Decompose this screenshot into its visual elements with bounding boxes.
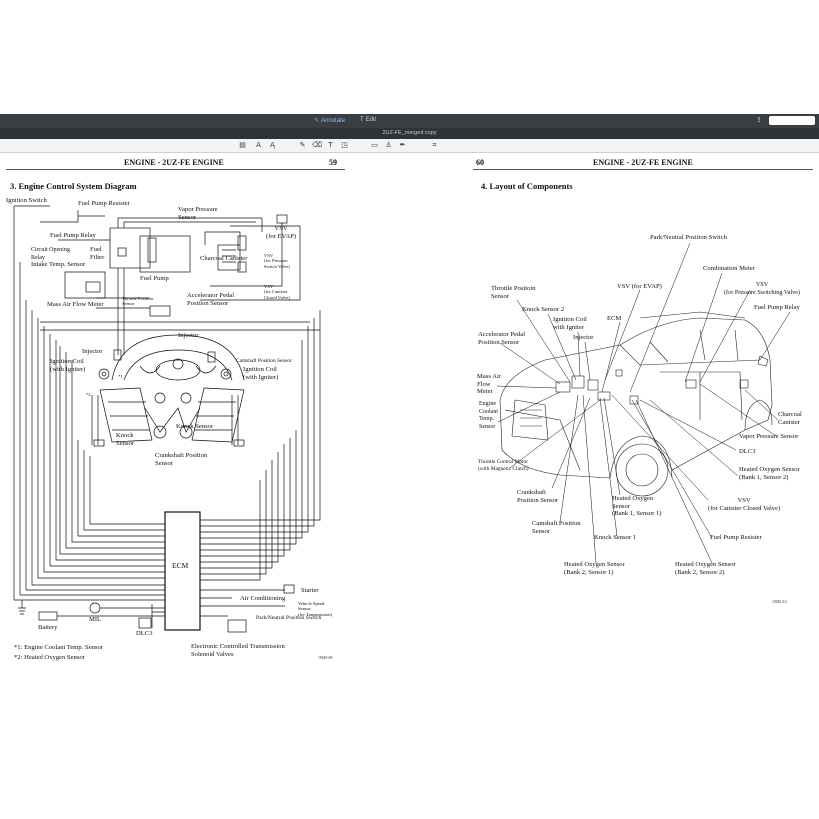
label-throttle-position-sensor-r: Throttle Positoin Sensor — [491, 285, 536, 300]
shapes-icon[interactable]: ◳ — [341, 141, 348, 149]
label-dlc3: DLC3 — [136, 630, 153, 637]
label-battery: Battery — [38, 624, 58, 631]
stamp-icon[interactable]: ♙ — [385, 141, 392, 149]
label-injector-r: Injector — [573, 334, 594, 341]
label-engine-coolant-temp: Engine Coolant Temp. Sensor — [479, 401, 498, 430]
highlight-icon[interactable]: Ą — [270, 141, 275, 149]
annotation-toolbar: ▤ A Ą ✎ ⌫ T ◳ ▭ ♙ ✒ ⌗ — [0, 139, 819, 153]
pen-icon: ✎ — [314, 118, 320, 124]
label-ho2-b2s2: Heated Oxygen Sensor (Bank 2, Sensor 2) — [675, 561, 736, 576]
label-park-neutral-switch: Park/Neutral Position Switch — [256, 615, 322, 621]
text-box-icon[interactable]: ▤ — [239, 141, 246, 149]
label-camshaft-sensor-r: Camshaft Position Sensor — [532, 520, 581, 535]
label-mass-air-flow-meter: Mass Air Flow Meter — [47, 301, 104, 308]
label-vehicle-speed-sensor: Vehicle Speed Sensor (for Transmission) — [298, 601, 333, 617]
label-mass-air-flow-meter-r: Mass Air Flow Meter — [477, 373, 501, 396]
text-icon: T — [360, 117, 364, 123]
label-mil: MIL — [89, 616, 102, 623]
label-throttle-control-motor: Throttle Control Motor (with Magnetic Cl… — [478, 459, 529, 472]
label-ho2-b2s1: Heated Oxygen Sensor (Bank 2, Sensor 1) — [564, 561, 625, 576]
label-ecm: ECM — [172, 561, 189, 570]
label-ho2-b1s2: Heated Oxygen Sensor (Bank 1, Sensor 2) — [739, 466, 800, 481]
label-vapor-pressure-sensor-r: Vapor Pressure Sensor — [739, 433, 799, 440]
right-page-header: ENGINE - 2UZ-FE ENGINE — [593, 158, 693, 167]
label-injector-left: Injector — [82, 348, 103, 355]
label-vsv-pressure-switch: VSV (for Pressure Switch Valve) — [264, 253, 290, 269]
right-section-title: 4. Layout of Components — [481, 181, 573, 191]
annotate-mode-button[interactable]: ✎ Annotate — [314, 117, 346, 125]
left-header-rule — [6, 169, 345, 170]
label-intake-temp-sensor: Intake Temp. Sensor — [31, 261, 86, 268]
label-vsv-pressure-switching: VSV (for Pressure Switching Valve) — [724, 281, 801, 296]
note-star2: *2: Heated Oxygen Sensor — [14, 654, 85, 661]
left-section-title: 3. Engine Control System Diagram — [10, 181, 137, 191]
label-knock-sensor-1: Knock Sensor 1 — [594, 534, 637, 541]
label-charcoal-canister-r: Charcoal Canister — [778, 411, 802, 426]
annotate-label: Annotate — [321, 117, 346, 124]
comment-icon[interactable]: ▭ — [371, 141, 378, 149]
right-page-number: 60 — [476, 158, 484, 167]
edit-mode-button[interactable]: T Edit — [360, 117, 376, 123]
label-ecm-r: ECM — [607, 315, 622, 322]
share-icon[interactable]: ⇪ — [756, 117, 762, 124]
label-vsv-evap: VSV (for EVAP) — [266, 225, 297, 240]
text-tool-icon[interactable]: T — [328, 141, 333, 149]
label-ignition-switch: Ignition Switch — [6, 197, 47, 204]
label-air-conditioning: Air Conditioning — [240, 595, 286, 602]
label-dlc3-r: DLC3 — [739, 448, 756, 455]
label-vsv-evap-r: VSV (for EVAP) — [617, 283, 662, 290]
label-ect-solenoid: Electronic Controlled Transmission Solen… — [191, 643, 285, 658]
label-vsv-canister-closed-r: VSV (for Canister Closed Valve) — [708, 497, 781, 512]
label-injector-top: Injector — [178, 332, 199, 339]
label-vapor-pressure-sensor: Vapor Pressure Sensor — [178, 206, 218, 221]
title-bar: ✎ Annotate T Edit ⇪ — [0, 114, 819, 128]
edit-label: Edit — [365, 117, 377, 123]
label-accelerator-pedal-sensor-r: Accelerator Pedal Position Sensor — [478, 331, 526, 346]
star1-marker: *1 — [118, 374, 123, 379]
star2-marker: *2 — [86, 392, 91, 397]
right-figure-code: 196EG10 — [772, 600, 787, 604]
label-ho2-b1s1: Heated Oxygen Sensor (Bank 1, Sensor 1) — [612, 495, 662, 518]
crop-icon[interactable]: ⌗ — [432, 141, 437, 149]
label-park-neutral-switch-r: Park/Neutral Position Switch — [650, 234, 727, 241]
label-accelerator-pedal-sensor: Accelerator Pedal Position Sensor — [187, 292, 235, 307]
label-fuel-filter: Fuel Filter — [90, 246, 105, 261]
label-throttle-position-sensor: Throttle Position Sensor — [122, 296, 154, 307]
label-knock-sensor-left: Knock Sensor — [116, 432, 134, 447]
label-camshaft-position-sensor: Camshaft Position Sensor — [236, 358, 292, 364]
left-page-number: 59 — [329, 158, 337, 167]
label-fuel-pump-relay-r: Fuel Pump Relay — [754, 304, 800, 311]
label-ignition-coil-right: Ignition Coil (with Igniter) — [243, 366, 279, 381]
label-ignition-coil-left: Ignition Coil (with Igniter) — [50, 358, 86, 373]
label-fuel-pump: Fuel Pump — [140, 275, 169, 282]
label-knock-sensor-2: Knock Sensor 2 — [522, 306, 565, 313]
note-star1: *1: Engine Coolant Temp. Sensor — [14, 644, 103, 651]
left-figure-code: 196EG09 — [318, 656, 333, 660]
document-title: 2UZ-FE_merged copy — [0, 128, 819, 139]
label-combination-meter: Combination Meter — [703, 265, 755, 272]
label-crankshaft-sensor-r: Crankshaft Position Sensor — [517, 489, 559, 504]
left-page-header: ENGINE - 2UZ-FE ENGINE — [124, 158, 224, 167]
search-input[interactable] — [769, 116, 815, 125]
label-starter: Starter — [301, 587, 319, 594]
label-fuel-pump-relay: Fuel Pump Relay — [50, 232, 96, 239]
label-ignition-coil-r: Ignition Coil with Igniter — [553, 316, 587, 331]
label-circuit-opening-relay: Circuit Opening Relay — [31, 247, 70, 261]
label-charcoal-canister: Charcoal Canister — [200, 255, 248, 262]
label-vsv-canister-closed: VSV (for Canister Closed Valve) — [264, 284, 290, 300]
label-fuel-pump-resister-r: Fuel Pump Resister — [710, 534, 762, 541]
eraser-icon[interactable]: ⌫ — [312, 141, 322, 149]
label-crankshaft-position-sensor: Crankshaft Position Sensor — [155, 452, 208, 467]
label-fuel-pump-resister: Fuel Pump Resister — [78, 200, 130, 207]
text-style-icon[interactable]: A — [256, 141, 261, 149]
right-header-rule — [473, 169, 813, 170]
pencil-icon[interactable]: ✎ — [299, 141, 306, 149]
pen-color-icon[interactable]: ✒ — [399, 141, 406, 149]
label-knock-sensor-right: Knock Sensor — [176, 423, 214, 430]
